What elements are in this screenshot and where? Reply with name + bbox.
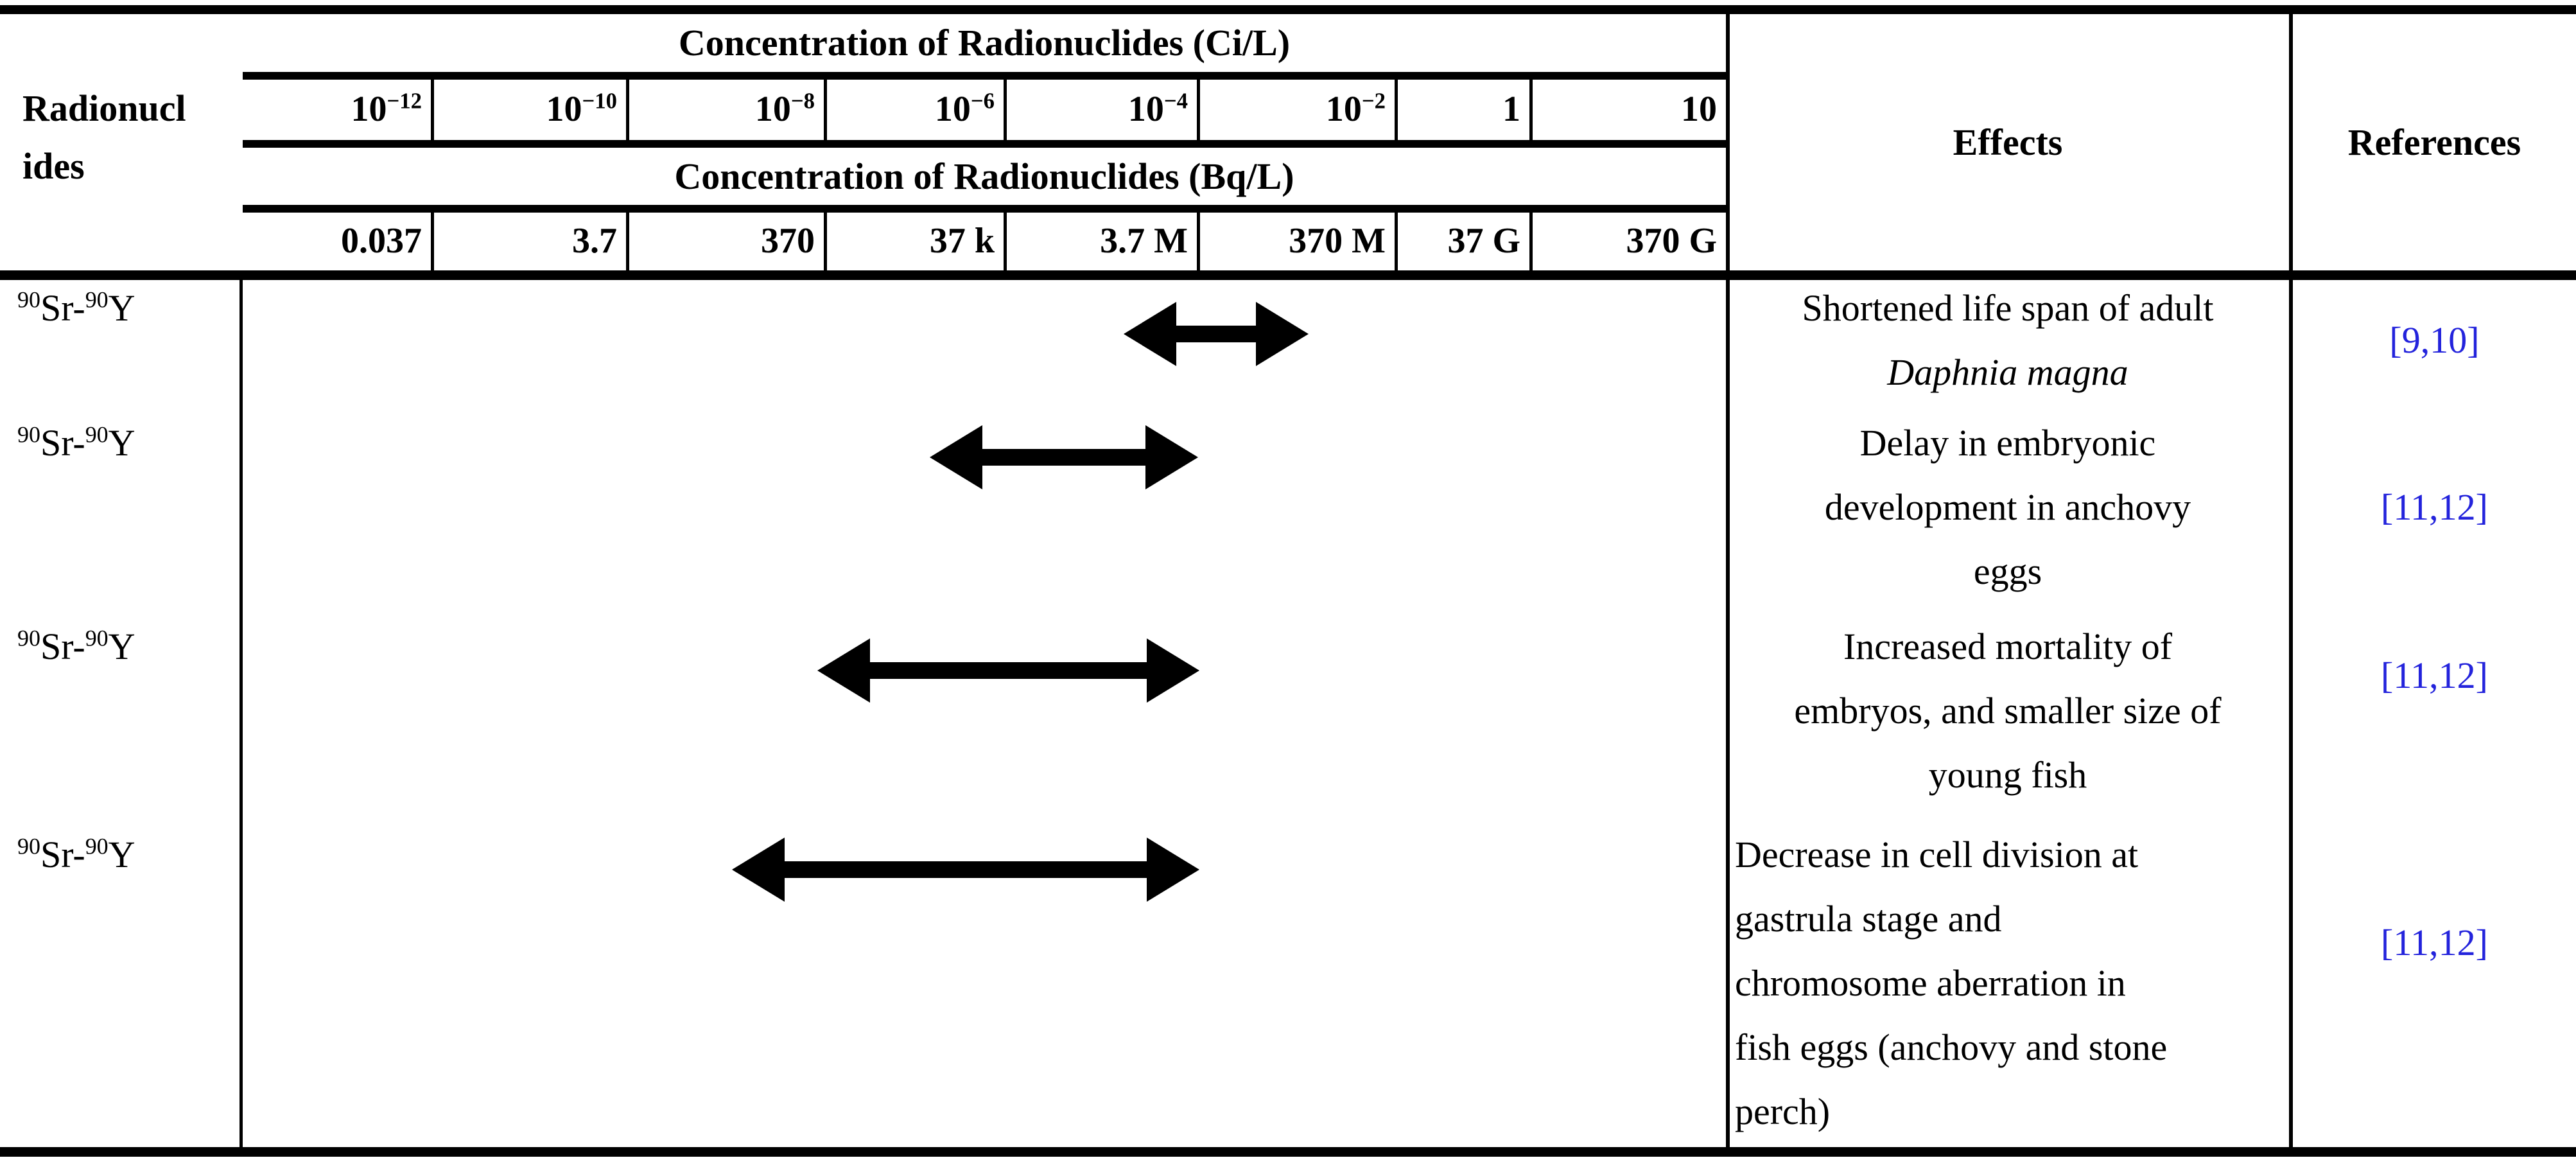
effects-line: Shortened life span of adult: [1802, 287, 2214, 329]
effects-line: development in anchovy: [1824, 486, 2191, 528]
bq-value-cell: 3.7 M: [1007, 213, 1200, 270]
radionuclides-header-line1: Radionucl: [22, 87, 186, 129]
rule-under-ci-values: [243, 140, 1726, 148]
header-body-separator: [0, 270, 2576, 280]
arrow-shaft: [751, 861, 1180, 878]
ci-band-title: Concentration of Radionuclides (Ci/L): [678, 22, 1291, 64]
effects-cell: Delay in embryonic development in anchov…: [1730, 411, 2286, 604]
bq-value-cell: 3.7: [434, 213, 629, 270]
references-column-divider: [2289, 5, 2293, 1157]
ci-value-cell: 10−2: [1200, 80, 1398, 140]
ci-value-cell: 10−6: [827, 80, 1007, 140]
effects-line: embryos, and smaller size of: [1794, 690, 2222, 732]
ci-value-cell: 1: [1398, 80, 1533, 140]
row-label-radionuclide: 90Sr-90Y: [17, 833, 135, 875]
effects-line: Delay in embryonic: [1859, 422, 2156, 464]
reference-link[interactable]: [11,12]: [2381, 486, 2488, 528]
effects-cell: Shortened life span of adult Daphnia mag…: [1730, 276, 2286, 405]
ci-value-cell: 10−12: [243, 80, 434, 140]
rule-under-ci-title: [243, 72, 1726, 80]
bq-value-cell: 370 G: [1626, 221, 1717, 261]
arrow-right-head: [1256, 302, 1309, 366]
effects-line: gastrula stage and: [1735, 898, 2002, 940]
bq-value-cell: 370: [629, 213, 827, 270]
row-label-radionuclide: 90Sr-90Y: [17, 421, 135, 464]
rule-under-bq-title: [243, 205, 1726, 213]
ci-value-cell: 10−4: [1007, 80, 1200, 140]
arrow-shaft: [837, 662, 1180, 679]
radionuclides-header: Radionucl ides: [22, 80, 241, 195]
arrow-right-head: [1145, 425, 1198, 489]
effects-line: fish eggs (anchovy and stone: [1735, 1026, 2168, 1068]
effects-column-divider: [1726, 5, 1730, 1157]
radionuclides-header-line2: ides: [22, 145, 85, 187]
range-arrow: [732, 838, 1199, 902]
row-label-radionuclide: 90Sr-90Y: [17, 286, 135, 329]
ci-value-cell: 10−10: [434, 80, 629, 140]
arrow-right-head: [1147, 838, 1199, 902]
effects-line-italic: Daphnia magna: [1887, 351, 2128, 393]
range-arrow: [1124, 302, 1309, 366]
bq-values-row: 0.037 3.7 370 37 k 3.7 M 370 M 37 G 370 …: [243, 213, 1726, 270]
effects-line: young fish: [1928, 754, 2087, 796]
effects-cell: Decrease in cell division at gastrula st…: [1730, 823, 2286, 1144]
row-label-radionuclide: 90Sr-90Y: [17, 625, 135, 667]
ci-value-cell: 10−8: [629, 80, 827, 140]
radionuclides-column-divider: [239, 280, 243, 1147]
ci-value-cell: 10: [1681, 89, 1717, 129]
effects-line: perch): [1735, 1091, 1831, 1132]
range-arrow: [817, 638, 1199, 703]
effects-header: Effects: [1953, 121, 2063, 163]
arrow-right-head: [1147, 638, 1199, 703]
reference-link[interactable]: [11,12]: [2381, 654, 2488, 696]
range-arrow: [930, 425, 1198, 489]
bq-value-cell: 37 G: [1398, 213, 1533, 270]
bq-value-cell: 370 M: [1200, 213, 1398, 270]
arrow-shaft: [949, 449, 1179, 466]
bq-value-cell: 0.037: [243, 213, 434, 270]
reference-link[interactable]: [9,10]: [2389, 319, 2480, 361]
bq-value-cell: 37 k: [827, 213, 1007, 270]
effects-cell: Increased mortality of embryos, and smal…: [1730, 615, 2286, 807]
effects-line: Increased mortality of: [1843, 626, 2173, 667]
effects-line: eggs: [1973, 550, 2042, 592]
effects-line: Decrease in cell division at: [1735, 834, 2139, 875]
bq-band-title: Concentration of Radionuclides (Bq/L): [674, 155, 1294, 197]
references-header: References: [2347, 121, 2521, 163]
table-bottom-border: [0, 1147, 2576, 1157]
effects-line: chromosome aberration in: [1735, 962, 2126, 1004]
reference-link[interactable]: [11,12]: [2381, 922, 2488, 963]
table-top-border: [0, 5, 2576, 14]
ci-values-row: 10−12 10−10 10−8 10−6 10−4 10−2 1 10: [243, 80, 1726, 140]
